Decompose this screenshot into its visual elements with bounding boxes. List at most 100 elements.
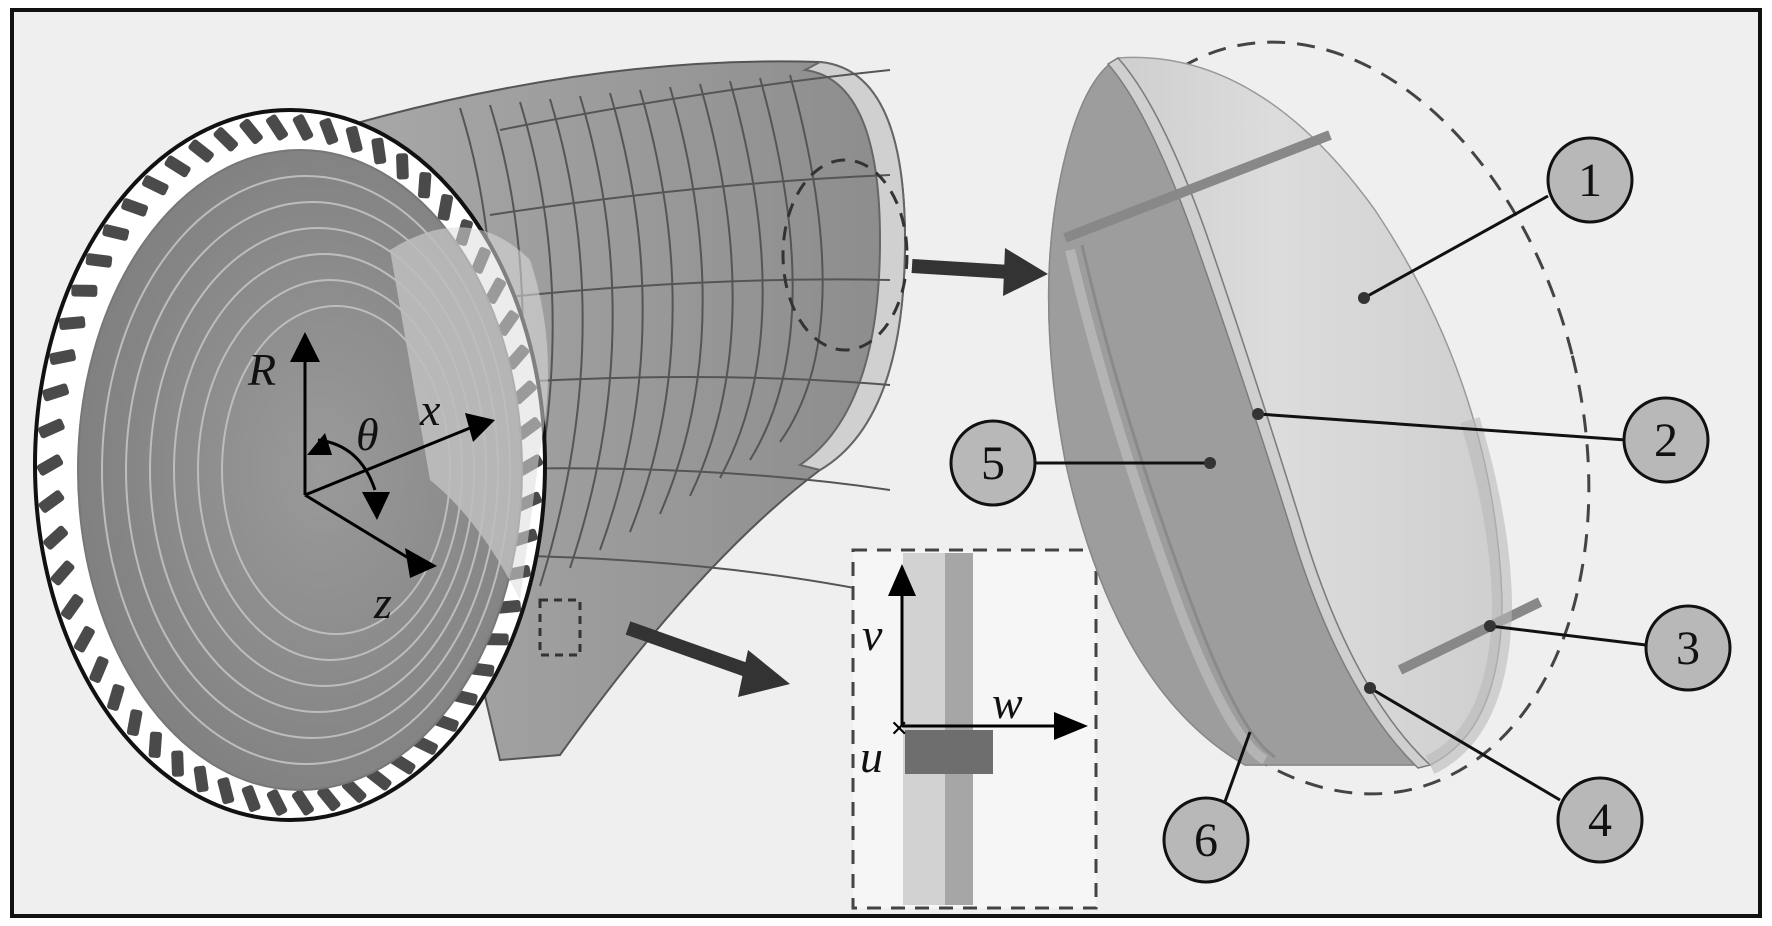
svg-text:2: 2: [1654, 414, 1678, 467]
svg-text:4: 4: [1588, 794, 1612, 847]
rim-bolt: [345, 125, 363, 153]
barrel-stringer-line: [489, 174, 891, 216]
rim-bolt: [213, 127, 239, 152]
rim-bolt: [71, 284, 98, 297]
axis-label-r: R: [247, 344, 276, 395]
rim-bolt: [437, 194, 454, 221]
rim-bolt: [43, 525, 69, 550]
inset-joint-block: [905, 730, 993, 774]
inset-axis-v-head: [888, 564, 916, 596]
callout-dots: [1204, 292, 1496, 694]
rim-bolt: [148, 731, 163, 758]
svg-text:3: 3: [1676, 622, 1700, 675]
rib-left-shadow: [1080, 244, 1276, 759]
axis-z: [304, 493, 416, 564]
rim-bolt: [60, 594, 84, 620]
rim-bolt: [417, 172, 432, 199]
callout-6: 6: [1162, 796, 1250, 884]
axis-z-head: [405, 548, 437, 578]
callout-2: 2: [1622, 396, 1710, 484]
callout-4: 4: [1556, 776, 1644, 864]
rim-bolt: [266, 789, 288, 816]
barrel-frame-line: [689, 83, 734, 497]
rim-bolt: [171, 750, 184, 777]
cylinder-back-ring: [797, 60, 907, 472]
axis-r-head: [290, 332, 320, 362]
rim-bolt: [188, 139, 214, 163]
inset-label-u: u: [860, 731, 883, 782]
svg-text:1: 1: [1578, 154, 1602, 207]
inset-strip-dark: [945, 553, 973, 905]
rim-bolt: [317, 785, 341, 812]
rim-bolt: [121, 198, 149, 217]
detail-marker-joint: [538, 598, 582, 657]
stringer-upper: [1063, 130, 1332, 243]
rim-bolt: [292, 114, 314, 141]
rim-bolt: [38, 490, 65, 513]
axis-x-head: [465, 413, 495, 442]
theta-arc-head-left: [307, 433, 332, 455]
rim-bolt: [49, 349, 76, 365]
theta-arc-head-down: [362, 492, 390, 520]
rim-bolt: [319, 118, 339, 145]
rim-bolt: [85, 253, 113, 268]
callout-3: 3: [1644, 604, 1732, 692]
inset-origin-mark: ✕: [890, 717, 908, 742]
stringer-lower: [1397, 597, 1543, 675]
barrel-frame-line: [659, 86, 704, 515]
rim-bolt: [193, 765, 209, 793]
rim-bolt: [36, 454, 64, 476]
panel-skin-edge: [1425, 417, 1513, 774]
axis-label-z: z: [373, 577, 392, 628]
inner-ring: [149, 227, 487, 713]
svg-text:5: 5: [981, 437, 1005, 490]
rim-bolt: [241, 785, 261, 812]
barrel-frame-line: [749, 77, 794, 461]
axis-label-x: x: [419, 384, 441, 435]
barrel-stringer-line: [499, 69, 891, 131]
callout-1: 1: [1546, 136, 1634, 224]
inset-axis-w-head: [1054, 712, 1088, 740]
inner-ring: [221, 305, 451, 635]
rim-bolt: [89, 656, 109, 683]
callout-leaders: [1036, 194, 1647, 811]
svg-text:6: 6: [1194, 814, 1218, 867]
axis-label-theta: θ: [356, 409, 379, 460]
rim-bolt: [126, 709, 143, 736]
barrel-frame-line: [779, 74, 824, 443]
inner-ring: [101, 175, 511, 765]
rim-bolt: [371, 137, 387, 165]
rim-bolt: [38, 418, 65, 439]
inset-label-w: w: [992, 677, 1023, 728]
enlarged-panel: [1036, 40, 1647, 811]
rim-bolt: [58, 316, 86, 330]
callout-5: 5: [949, 419, 1037, 507]
barrel-frame-line: [599, 92, 644, 551]
inner-ring: [173, 253, 475, 687]
rim-bolt: [396, 153, 409, 180]
zoom-arrow-upper: [911, 248, 1048, 296]
zoom-arrow-lower: [625, 621, 790, 697]
cylinder-model: R θ x z: [33, 60, 909, 822]
rim-bolt: [217, 777, 235, 805]
coordinate-system: R θ x z: [247, 332, 495, 628]
axis-x: [304, 426, 471, 497]
rim-bolt: [73, 626, 95, 653]
inner-ring: [197, 279, 463, 661]
rib-left: [1065, 248, 1268, 765]
rim-bolt: [42, 383, 70, 402]
barrel-frame-line: [539, 98, 584, 587]
enlarged-outline: [1053, 40, 1591, 796]
barrel-frame-line: [719, 80, 764, 479]
rim-bolt: [341, 778, 367, 803]
joint-detail-inset: ✕ v w u: [851, 548, 1098, 910]
inset-label-v: v: [862, 609, 883, 660]
inner-rings: [101, 175, 511, 765]
rim-bolt: [266, 114, 288, 141]
inner-ring: [125, 201, 499, 739]
panel-frame-lip: [1106, 57, 1432, 769]
rim-bolt: [164, 155, 191, 178]
rim-bolt: [102, 224, 130, 241]
detail-marker-shell: [781, 158, 909, 352]
rim-bolt: [107, 684, 125, 711]
